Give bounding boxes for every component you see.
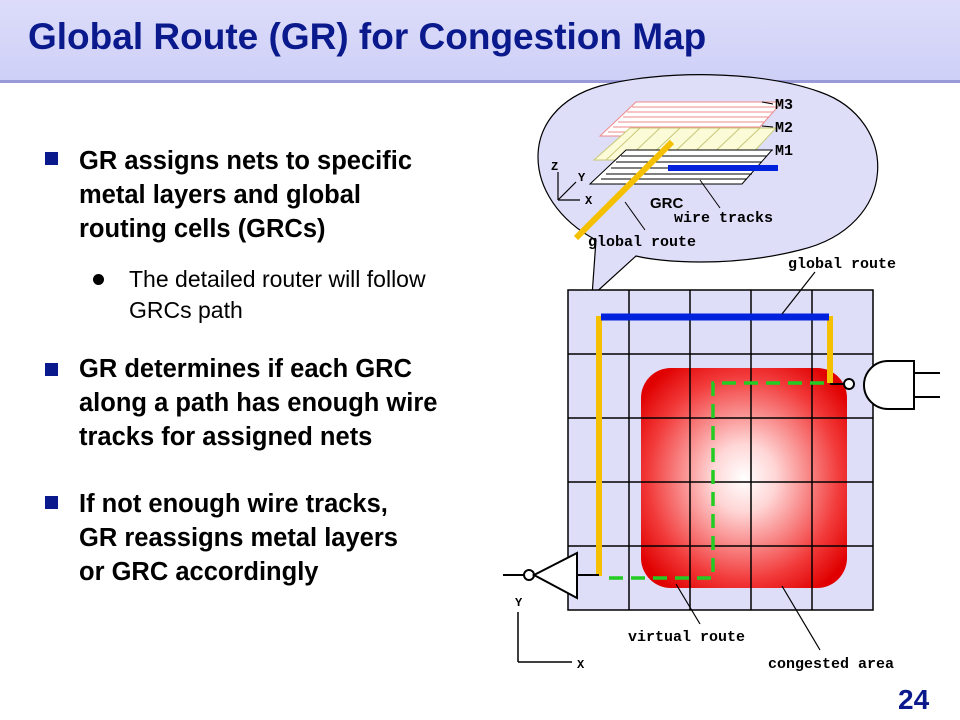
routes — [596, 313, 833, 580]
virtual-route — [609, 381, 828, 580]
bullet-3-line-3: or GRC accordingly — [79, 558, 319, 586]
sub-bullet-line-2: GRCs path — [129, 297, 243, 323]
slide-title: Global Route (GR) for Congestion Map — [28, 16, 707, 57]
bullet-2-line-1: GR determines if each GRC — [79, 355, 413, 383]
bullet-2-line-3: tracks for assigned nets — [79, 423, 373, 451]
layer-label-m1: M1 — [775, 143, 793, 160]
bullet-marker — [45, 152, 58, 165]
nand-gate — [830, 360, 940, 410]
bubble-global-route-pointer — [624, 201, 646, 231]
grid-axis-x: X — [577, 658, 585, 672]
page-number: 24 — [898, 684, 930, 715]
bullet-marker — [45, 496, 58, 509]
title-bar — [0, 0, 960, 83]
inverter-gate — [503, 551, 599, 600]
global-route-label: global route — [788, 256, 896, 273]
wire-tracks-label: wire tracks — [674, 210, 773, 227]
layer-pointers — [760, 101, 774, 151]
bubble-axis-y: Y — [578, 171, 586, 185]
zoom-bubble: M3 M2 M1 Z Y X GRC wire tracks global ro… — [537, 74, 879, 298]
layer-label-m3: M3 — [775, 97, 793, 114]
bubble-axis: Z Y X — [551, 160, 593, 208]
bullet-3-line-2: GR reassigns metal layers — [79, 524, 398, 552]
bubble-global-route-label: global route — [588, 234, 696, 251]
sub-bullet-line-1: The detailed router will follow — [129, 266, 426, 292]
bullet-1: GR assigns nets to specific metal layers… — [79, 144, 549, 246]
grc-grid — [567, 289, 874, 611]
bubble-global-route-wire — [573, 139, 675, 241]
grid-axis: Y X — [515, 596, 585, 672]
congested-area-label: congested area — [768, 656, 894, 673]
global-route-pointer — [781, 271, 816, 315]
virtual-route-label: virtual route — [628, 629, 745, 646]
grc-label: GRC — [650, 195, 684, 212]
bubble-axis-z: Z — [551, 160, 558, 174]
bullet-2: GR determines if each GRC along a path h… — [79, 352, 549, 454]
congested-area-pointer — [781, 585, 821, 651]
bullet-1-line-3: routing cells (GRCs) — [79, 215, 326, 243]
wire-tracks-pointer — [699, 179, 721, 209]
bullet-1-line-1: GR assigns nets to specific — [79, 147, 413, 175]
bubble-axis-x: X — [585, 194, 593, 208]
layer-label-m2: M2 — [775, 120, 793, 137]
bullet-1-line-2: metal layers and global — [79, 181, 362, 209]
bullet-marker — [45, 363, 58, 376]
congested-area — [641, 368, 847, 588]
bullet-3: If not enough wire tracks, GR reassigns … — [79, 487, 549, 589]
sub-bullet: The detailed router will follow GRCs pat… — [129, 264, 529, 326]
bullet-2-line-2: along a path has enough wire — [79, 389, 438, 417]
sub-bullet-marker — [93, 274, 104, 285]
bullet-3-line-1: If not enough wire tracks, — [79, 490, 388, 518]
grid-axis-y: Y — [515, 596, 523, 610]
virtual-route-pointer — [675, 583, 701, 625]
